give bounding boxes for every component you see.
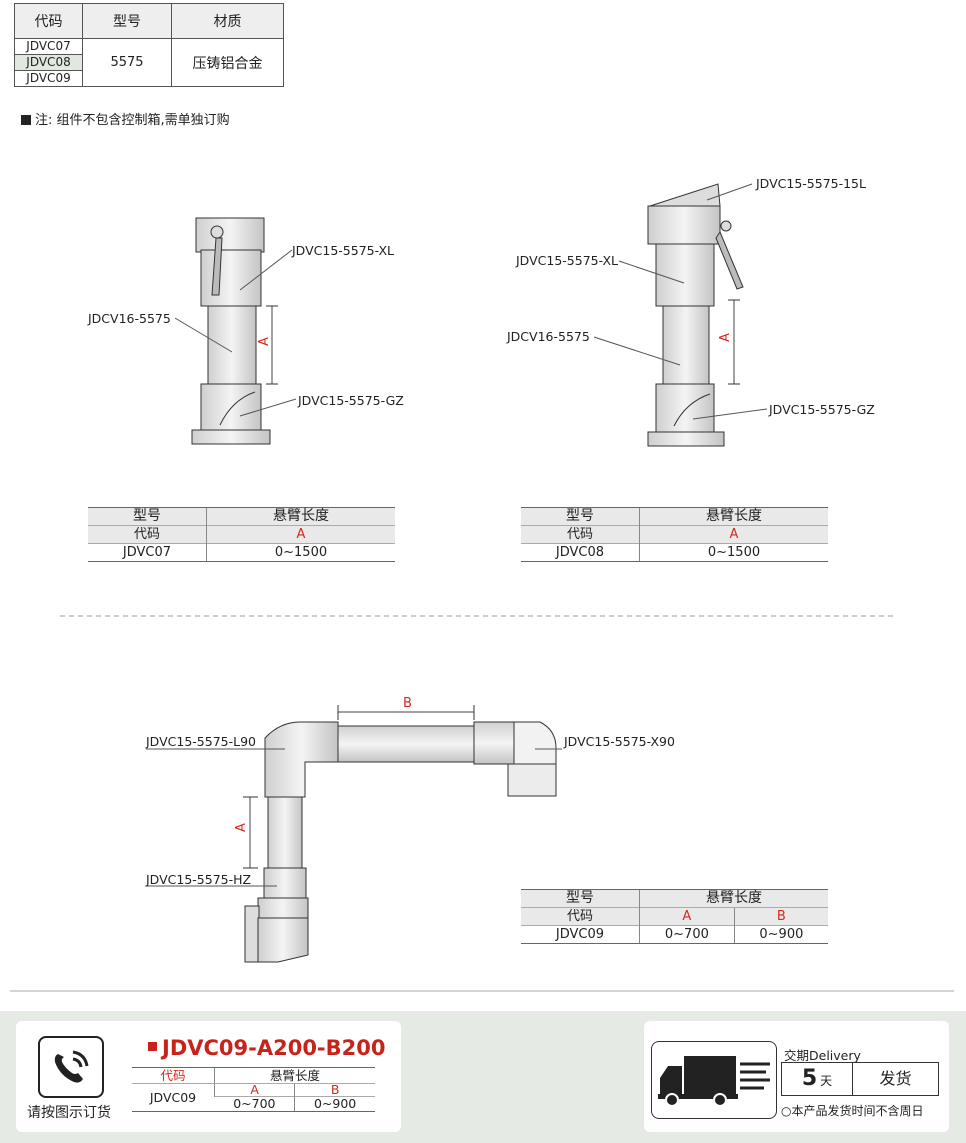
figure3-assembly xyxy=(146,705,562,963)
bullet-square-icon xyxy=(21,115,31,125)
truck-icon xyxy=(651,1041,777,1119)
phone-icon xyxy=(38,1036,104,1098)
material-table: 代码 型号 材质 JDVC07 5575 压铸铝合金 JDVC08 JDVC09 xyxy=(14,3,284,87)
callout-xl: JDVC15-5575-XL xyxy=(292,243,395,258)
order-code: JDVC09-A200-B200 xyxy=(148,1036,386,1060)
delivery-unit: 天 xyxy=(820,1074,833,1088)
col-code-header: 代码 xyxy=(14,3,83,39)
callout-x90: JDVC15-5575-X90 xyxy=(564,734,675,749)
dimension-a: A xyxy=(717,333,733,342)
order-caption: 请按图示订货 xyxy=(27,1105,111,1121)
bullet-square-icon xyxy=(148,1042,157,1051)
delivery-action: 发货 xyxy=(879,1069,912,1088)
dimension-a: A xyxy=(233,823,249,832)
callout-tube: JDCV16-5575 xyxy=(88,311,171,326)
model-cell: 5575 xyxy=(82,38,172,87)
callout-xl: JDVC15-5575-XL xyxy=(516,253,619,268)
callout-tube: JDCV16-5575 xyxy=(507,329,590,344)
figure2-assembly xyxy=(593,183,768,447)
callout-hz: JDVC15-5575-HZ xyxy=(146,872,252,887)
technical-drawings xyxy=(10,183,954,992)
callout-gz: JDVC15-5575-GZ xyxy=(769,402,875,417)
dimension-a: A xyxy=(256,337,272,346)
code-cell: JDVC07 xyxy=(14,38,83,55)
delivery-footnote: ○本产品发货时间不含周日 xyxy=(781,1104,924,1118)
dimension-b: B xyxy=(403,696,412,711)
delivery-days: 5 xyxy=(801,1066,818,1091)
callout-gz: JDVC15-5575-GZ xyxy=(298,393,404,408)
order-table: 代码 悬臂长度 JDVC09 A B 0~700 0~900 xyxy=(132,1067,375,1112)
material-cell: 压铸铝合金 xyxy=(171,38,284,87)
figure1-assembly xyxy=(174,217,297,445)
callout-15l: JDVC15-5575-15L xyxy=(756,176,866,191)
delivery-title: 交期Delivery xyxy=(784,1048,861,1063)
code-cell: JDVC08 xyxy=(14,54,83,71)
code-cell: JDVC09 xyxy=(14,70,83,87)
order-note: 注: 组件不包含控制箱,需单独订购 xyxy=(21,109,230,128)
callout-l90: JDVC15-5575-L90 xyxy=(146,734,256,749)
